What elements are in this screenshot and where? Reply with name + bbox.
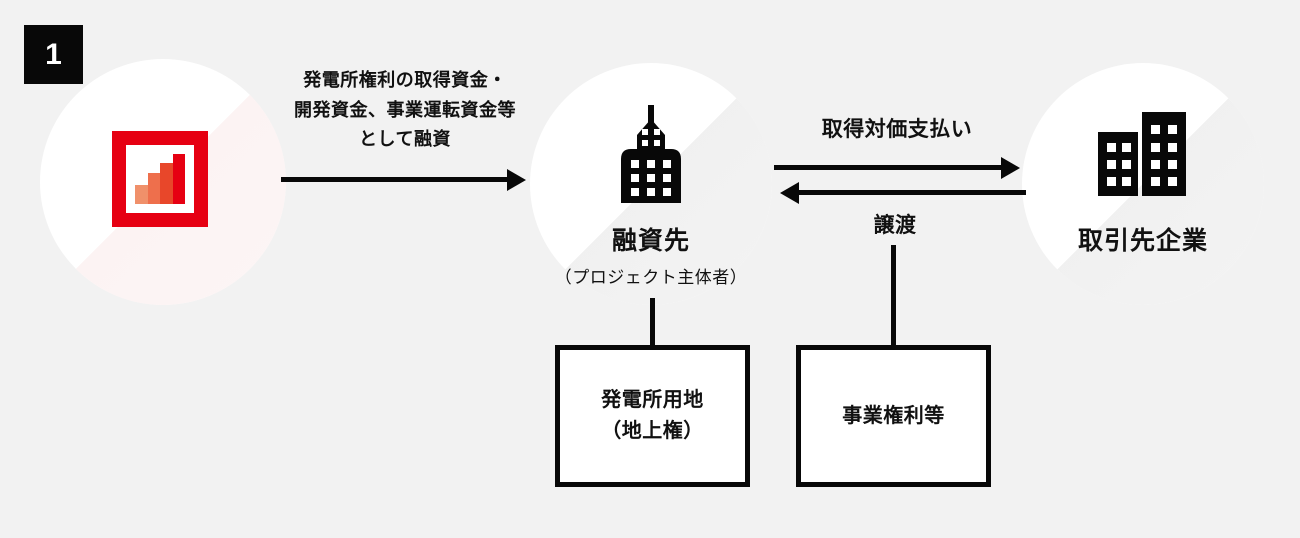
node-title-borrower: 融資先 [611, 227, 690, 255]
box-rights-label: 事業権利等 [842, 404, 945, 427]
arrow-payment [774, 165, 1003, 170]
connector-line-rights [891, 245, 896, 347]
chart-icon-bar-3 [160, 163, 173, 204]
arrow-label-payment: 取得対価支払い [821, 118, 973, 141]
arrow-transfer [797, 190, 1026, 195]
arrow-label-loan: 発電所権利の取得資金・ 開発資金、事業運転資金等 として融資 [294, 70, 516, 150]
step-number-badge: 1 [24, 25, 83, 84]
chart-icon-bars [135, 154, 185, 204]
node-subtitle-borrower: （プロジェクト主体者） [554, 268, 748, 287]
chart-icon-bar-4 [172, 154, 185, 204]
arrow-label-transfer: 譲渡 [873, 214, 917, 237]
box-rights: 事業権利等 [796, 345, 991, 487]
connector-line-land [650, 298, 655, 347]
chart-icon-bar-2 [147, 173, 160, 204]
office-buildings-icon [1098, 112, 1186, 196]
chart-icon-bar-1 [135, 185, 148, 204]
chart-icon-plot-area [126, 145, 194, 213]
office-tower-icon [621, 105, 681, 203]
node-title-partner: 取引先企業 [1077, 227, 1208, 255]
arrow-loan [281, 177, 509, 182]
bar-chart-growth-icon [112, 131, 208, 227]
box-land: 発電所用地 （地上権） [555, 345, 750, 487]
box-land-label: 発電所用地 （地上権） [601, 389, 704, 442]
